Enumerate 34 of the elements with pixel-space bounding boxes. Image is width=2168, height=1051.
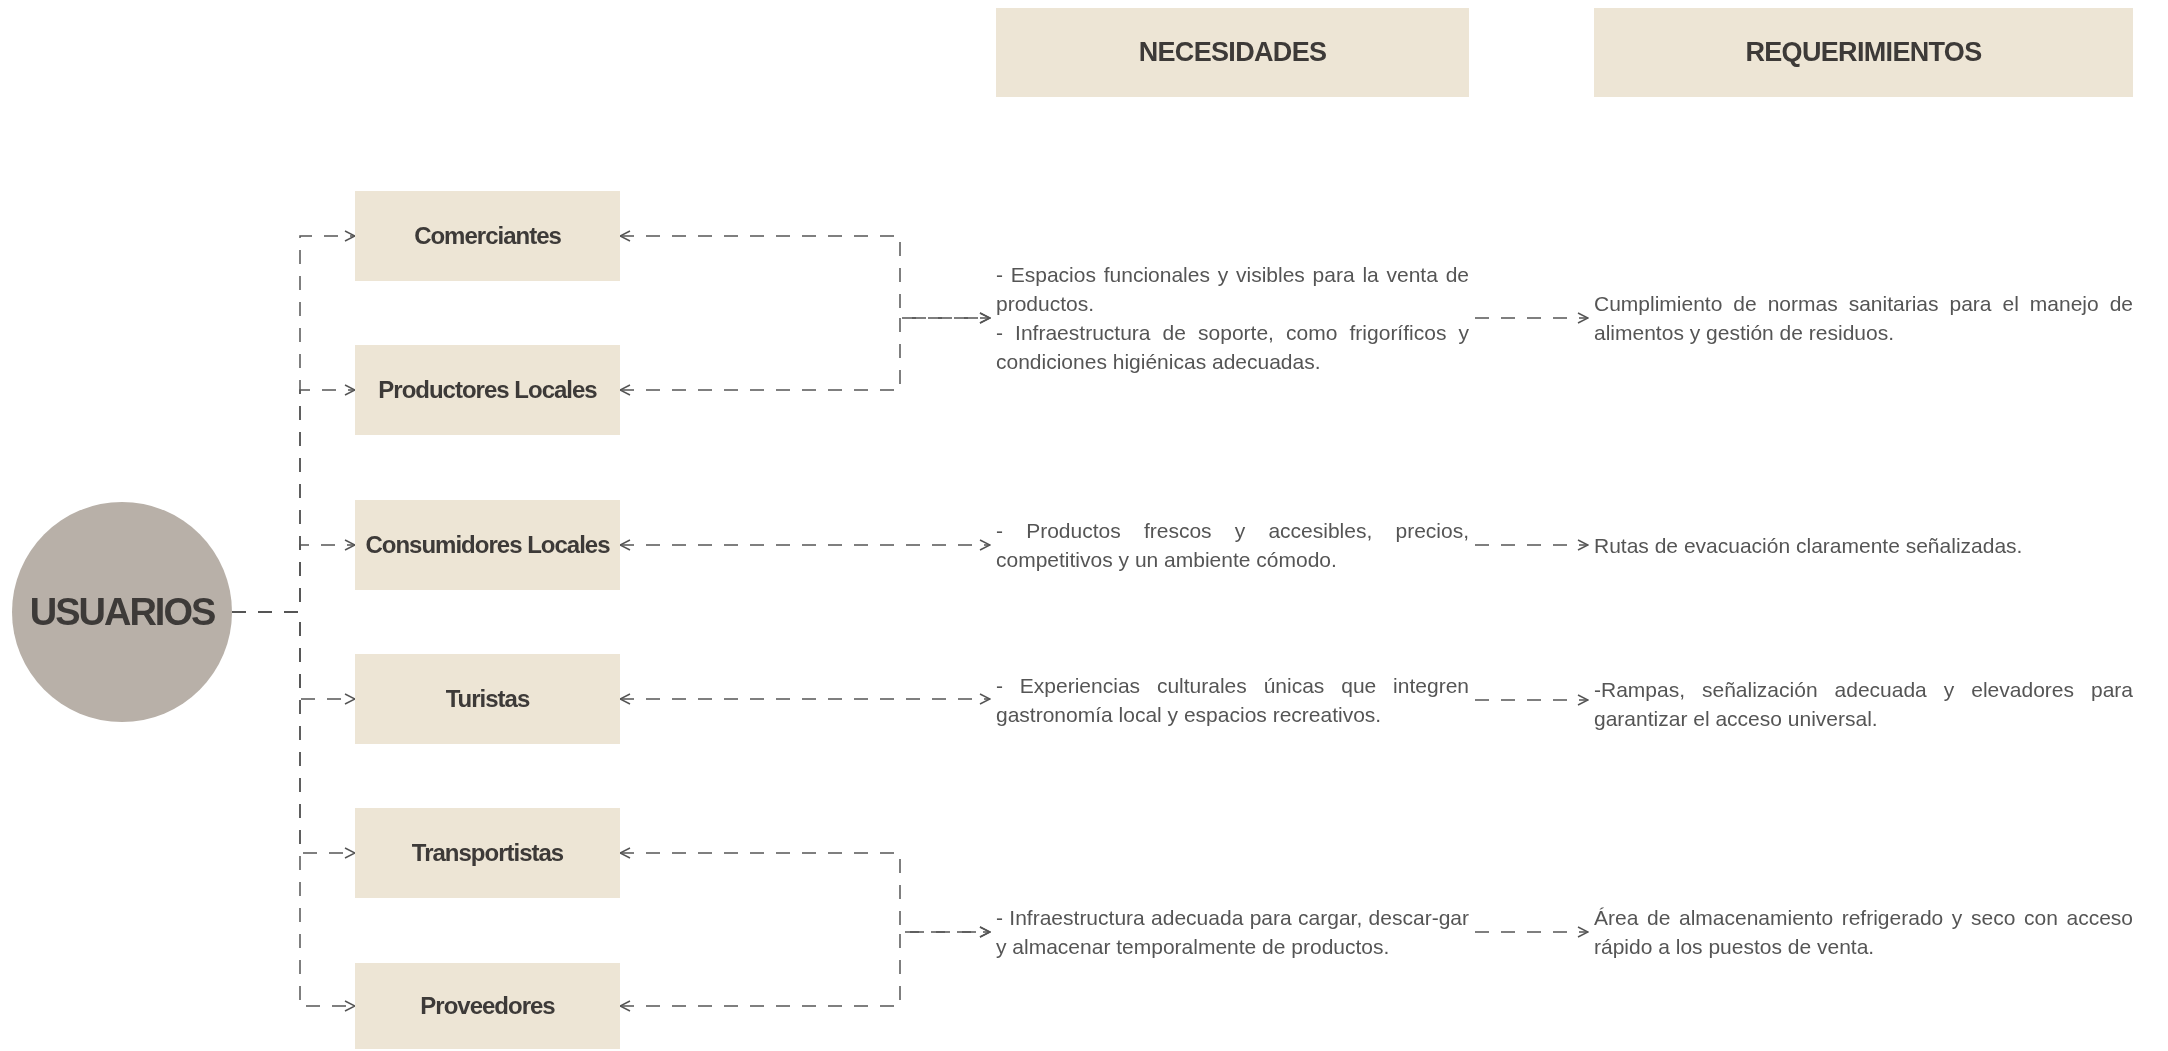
label-text: Consumidores Locales bbox=[365, 530, 610, 560]
column-header bbox=[996, 8, 1469, 97]
dashed-arrow bbox=[1474, 926, 1589, 938]
dashed-arrow bbox=[619, 312, 991, 396]
label-text: USUARIOS bbox=[29, 589, 215, 635]
description-text: Rutas de evacuación claramente señalizadas. bbox=[1594, 532, 2024, 559]
label-text: NECESIDADES bbox=[1138, 36, 1327, 70]
user-box bbox=[355, 963, 620, 1049]
dashed-arrow bbox=[619, 693, 991, 705]
column-header bbox=[1594, 8, 2133, 97]
user-box bbox=[355, 500, 620, 590]
label-text: Transportistas bbox=[411, 838, 564, 868]
label-text: REQUERIMIENTOS bbox=[1745, 36, 1982, 70]
label-text: Turistas bbox=[445, 684, 530, 714]
description-text: - Infraestructura adecuada para cargar, descar-gar y almacenar temporalmente de productos. bbox=[996, 905, 1469, 960]
user-box bbox=[355, 191, 620, 281]
description-text: - Productos frescos y accesibles, precios, competitivos y un ambiente cómodo. bbox=[996, 518, 1469, 573]
user-box bbox=[355, 808, 620, 898]
description-text: - Infraestructura de soporte, como frigoríficos y condiciones higiénicas adecuadas. bbox=[996, 320, 1469, 375]
label-text: Productores Locales bbox=[378, 375, 597, 405]
description-text: -Rampas, señalización adecuada y elevadores para garantizar el acceso universal. bbox=[1594, 677, 2133, 732]
user-box bbox=[355, 654, 620, 744]
label-text: Proveedores bbox=[420, 991, 555, 1021]
dashed-arrow bbox=[619, 539, 991, 551]
description-text: - Experiencias culturales únicas que integren gastronomía local y espacios recreativos. bbox=[996, 673, 1469, 728]
description-text: - Espacios funcionales y visibles para la venta de productos. bbox=[996, 262, 1469, 317]
dashed-arrow bbox=[619, 926, 991, 1012]
description-text: Área de almacenamiento refrigerado y seco con acceso rápido a los puestos de venta. bbox=[1594, 905, 2133, 960]
dashed-arrow bbox=[1474, 694, 1589, 706]
description-text: Cumplimiento de normas sanitarias para el manejo de alimentos y gestión de residuos. bbox=[1594, 291, 2133, 346]
dashed-arrow bbox=[1474, 539, 1589, 551]
user-box bbox=[355, 345, 620, 435]
dashed-arrow bbox=[1474, 312, 1589, 324]
label-text: Comerciantes bbox=[414, 221, 561, 251]
